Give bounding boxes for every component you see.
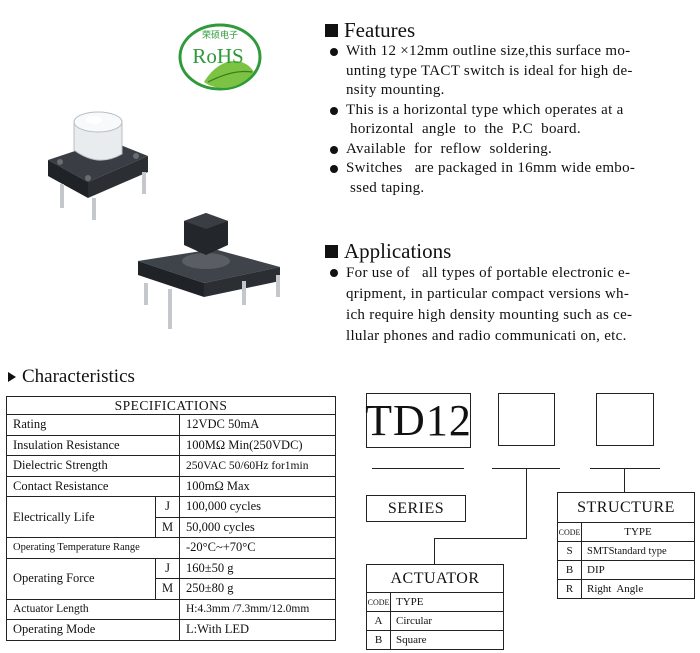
actuator-title: ACTUATOR bbox=[366, 564, 504, 592]
actuator-connector-v2 bbox=[434, 538, 435, 564]
feature-item: With 12 ×12mm outline size,this surface … bbox=[328, 42, 690, 101]
series-label: SERIES bbox=[366, 495, 466, 522]
bullet-dot-icon bbox=[330, 48, 338, 56]
square-bullet-icon bbox=[325, 245, 338, 258]
application-item: For use of all types of portable electro… bbox=[328, 263, 690, 347]
table-row: B Square bbox=[366, 630, 504, 650]
applications-list: For use of all types of portable electro… bbox=[328, 263, 690, 347]
applications-heading: Applications bbox=[325, 239, 451, 264]
table-row: Actuator Length H:4.3mm /7.3mm/12.0mm bbox=[6, 598, 336, 620]
feature-item: Available for reflow soldering. bbox=[328, 140, 690, 160]
actuator-table: CODE TYPE A Circular B Square bbox=[366, 592, 504, 650]
table-row: Operating Temperature Range -20°C~+70°C bbox=[6, 537, 336, 559]
triangle-bullet-icon bbox=[8, 372, 16, 382]
logo-rohs-text: RoHS bbox=[192, 44, 243, 68]
features-list: With 12 ×12mm outline size,this surface … bbox=[328, 42, 690, 198]
table-title: SPECIFICATIONS bbox=[6, 396, 336, 415]
table-row: S SMTStandard type bbox=[557, 541, 695, 561]
characteristics-heading: Characteristics bbox=[8, 366, 135, 388]
bullet-dot-icon bbox=[330, 269, 338, 277]
actuator-connector-h bbox=[434, 538, 527, 539]
switch-led-image bbox=[48, 111, 148, 220]
specifications-table: SPECIFICATIONS Rating 12VDC 50mA Insulat… bbox=[6, 396, 336, 641]
table-row: Operating Force J 160±50 g bbox=[6, 557, 336, 600]
table-row: Dielectric Strength 250VAC 50/60Hz for1m… bbox=[6, 455, 336, 477]
part-prefix-box: TD12 bbox=[365, 393, 471, 448]
table-row: Insulation Resistance 100MΩ Min(250VDC) bbox=[6, 434, 336, 456]
logo-brand-text: 荣硕电子 bbox=[202, 29, 238, 41]
actuator-code-box bbox=[498, 393, 555, 446]
feature-item: Switches are packaged in 16mm wide embo-… bbox=[328, 159, 690, 198]
structure-table: CODE TYPE S SMTStandard type B DIP R Rig… bbox=[557, 522, 695, 599]
series-underline bbox=[372, 468, 464, 469]
rohs-logo: 荣硕电子 RoHS bbox=[178, 23, 262, 91]
structure-underline bbox=[590, 468, 660, 469]
structure-title: STRUCTURE bbox=[557, 492, 695, 522]
table-row: A Circular bbox=[366, 611, 504, 631]
bullet-dot-icon bbox=[330, 145, 338, 154]
table-row: B DIP bbox=[557, 560, 695, 580]
table-row: Contact Resistance 100mΩ Max bbox=[6, 475, 336, 497]
table-row: Electrically Life J 100,000 cycles bbox=[6, 496, 336, 538]
bullet-dot-icon bbox=[330, 165, 338, 173]
features-heading: Features bbox=[325, 18, 415, 43]
switch-square-image bbox=[138, 213, 280, 329]
structure-connector bbox=[624, 468, 625, 492]
table-row: Operating Mode L:With LED bbox=[6, 619, 336, 641]
feature-item: This is a horizontal type which operates… bbox=[328, 101, 690, 140]
square-bullet-icon bbox=[325, 24, 338, 37]
table-row: R Right Angle bbox=[557, 579, 695, 599]
actuator-connector-v1 bbox=[526, 468, 527, 538]
structure-code-box bbox=[596, 393, 654, 446]
table-row: Rating 12VDC 50mA bbox=[6, 414, 336, 436]
bullet-dot-icon bbox=[330, 106, 338, 115]
